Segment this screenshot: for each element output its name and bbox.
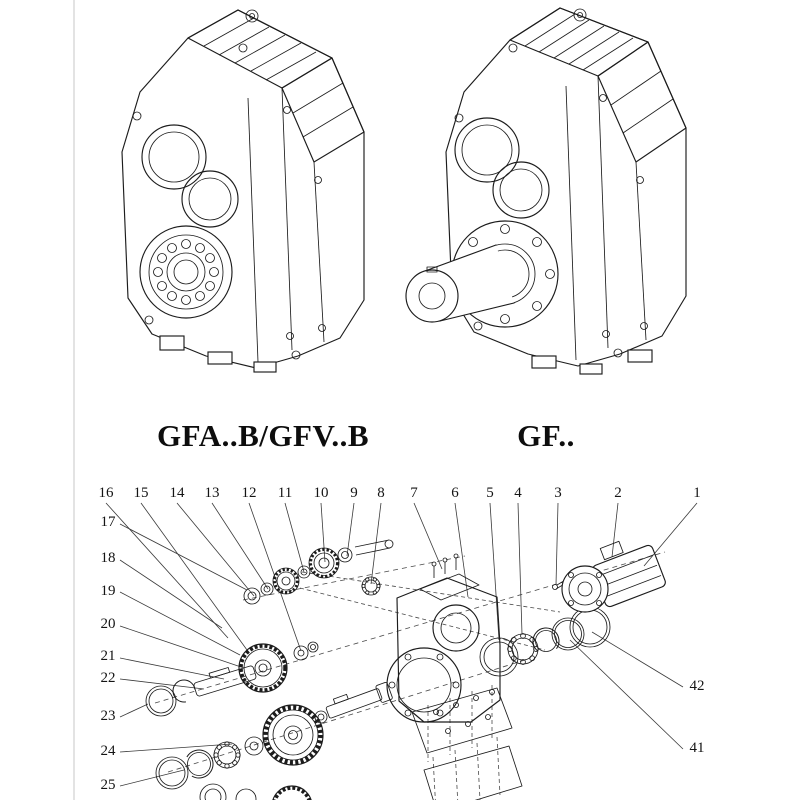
input-bores bbox=[454, 117, 550, 219]
oil-plug bbox=[573, 8, 587, 22]
cooling-fins-top bbox=[509, 7, 649, 77]
callout-22: 22 bbox=[101, 670, 116, 686]
cooling-fins-side bbox=[597, 41, 687, 163]
callout-24: 24 bbox=[101, 743, 117, 759]
callout-21: 21 bbox=[101, 648, 116, 664]
callout-16: 16 bbox=[99, 485, 115, 501]
right-gearbox-drawing bbox=[405, 7, 687, 375]
callout-14: 14 bbox=[170, 485, 186, 501]
callout-23: 23 bbox=[101, 708, 116, 724]
callout-10: 10 bbox=[314, 485, 329, 501]
motor-unit bbox=[561, 540, 666, 613]
callout-5: 5 bbox=[486, 485, 494, 501]
cover-plate-and-gasket bbox=[411, 687, 523, 800]
callout-3: 3 bbox=[554, 485, 562, 501]
callout-8: 8 bbox=[377, 485, 385, 501]
output-bearing bbox=[139, 225, 233, 319]
callout-17: 17 bbox=[101, 514, 117, 530]
right-model-label: GF.. bbox=[517, 418, 575, 453]
callout-numbers: 16 15 14 13 12 11 10 9 8 7 6 5 4 3 2 1 1… bbox=[99, 485, 705, 793]
housing-screws bbox=[454, 43, 648, 358]
callout-1: 1 bbox=[693, 485, 701, 501]
left-model-label: GFA..B/GFV..B bbox=[157, 418, 369, 453]
input-bores bbox=[141, 124, 239, 228]
callout-18: 18 bbox=[101, 550, 116, 566]
callout-6: 6 bbox=[451, 485, 459, 501]
callout-9: 9 bbox=[350, 485, 358, 501]
cooling-fins-side bbox=[281, 57, 365, 163]
callout-19: 19 bbox=[101, 583, 116, 599]
callout-41: 41 bbox=[690, 740, 705, 756]
intermediate-shaft-parts bbox=[243, 539, 394, 605]
leader-lines bbox=[105, 502, 698, 787]
small-bearing bbox=[361, 576, 381, 596]
callout-42: 42 bbox=[690, 678, 705, 694]
exploded-parts bbox=[145, 539, 666, 800]
output-shaft bbox=[405, 244, 515, 323]
callout-11: 11 bbox=[278, 485, 292, 501]
mounting-feet bbox=[531, 349, 653, 375]
callout-20: 20 bbox=[101, 616, 116, 632]
left-gearbox-drawing bbox=[121, 9, 365, 373]
cooling-fins-top bbox=[187, 9, 333, 89]
callout-7: 7 bbox=[410, 485, 418, 501]
callout-15: 15 bbox=[134, 485, 149, 501]
callout-2: 2 bbox=[614, 485, 622, 501]
gear-housing bbox=[386, 573, 501, 723]
exploded-view: 16 15 14 13 12 11 10 9 8 7 6 5 4 3 2 1 1… bbox=[99, 485, 705, 800]
output-gear-assembly bbox=[155, 682, 393, 800]
callout-12: 12 bbox=[242, 485, 257, 501]
callout-25: 25 bbox=[101, 777, 116, 793]
oil-plug bbox=[245, 9, 259, 23]
callout-13: 13 bbox=[205, 485, 220, 501]
cover-bolts bbox=[431, 553, 459, 578]
middle-gear-assembly bbox=[145, 641, 319, 717]
housing-screws bbox=[132, 43, 326, 360]
callout-4: 4 bbox=[514, 485, 522, 501]
mounting-feet bbox=[159, 335, 277, 373]
